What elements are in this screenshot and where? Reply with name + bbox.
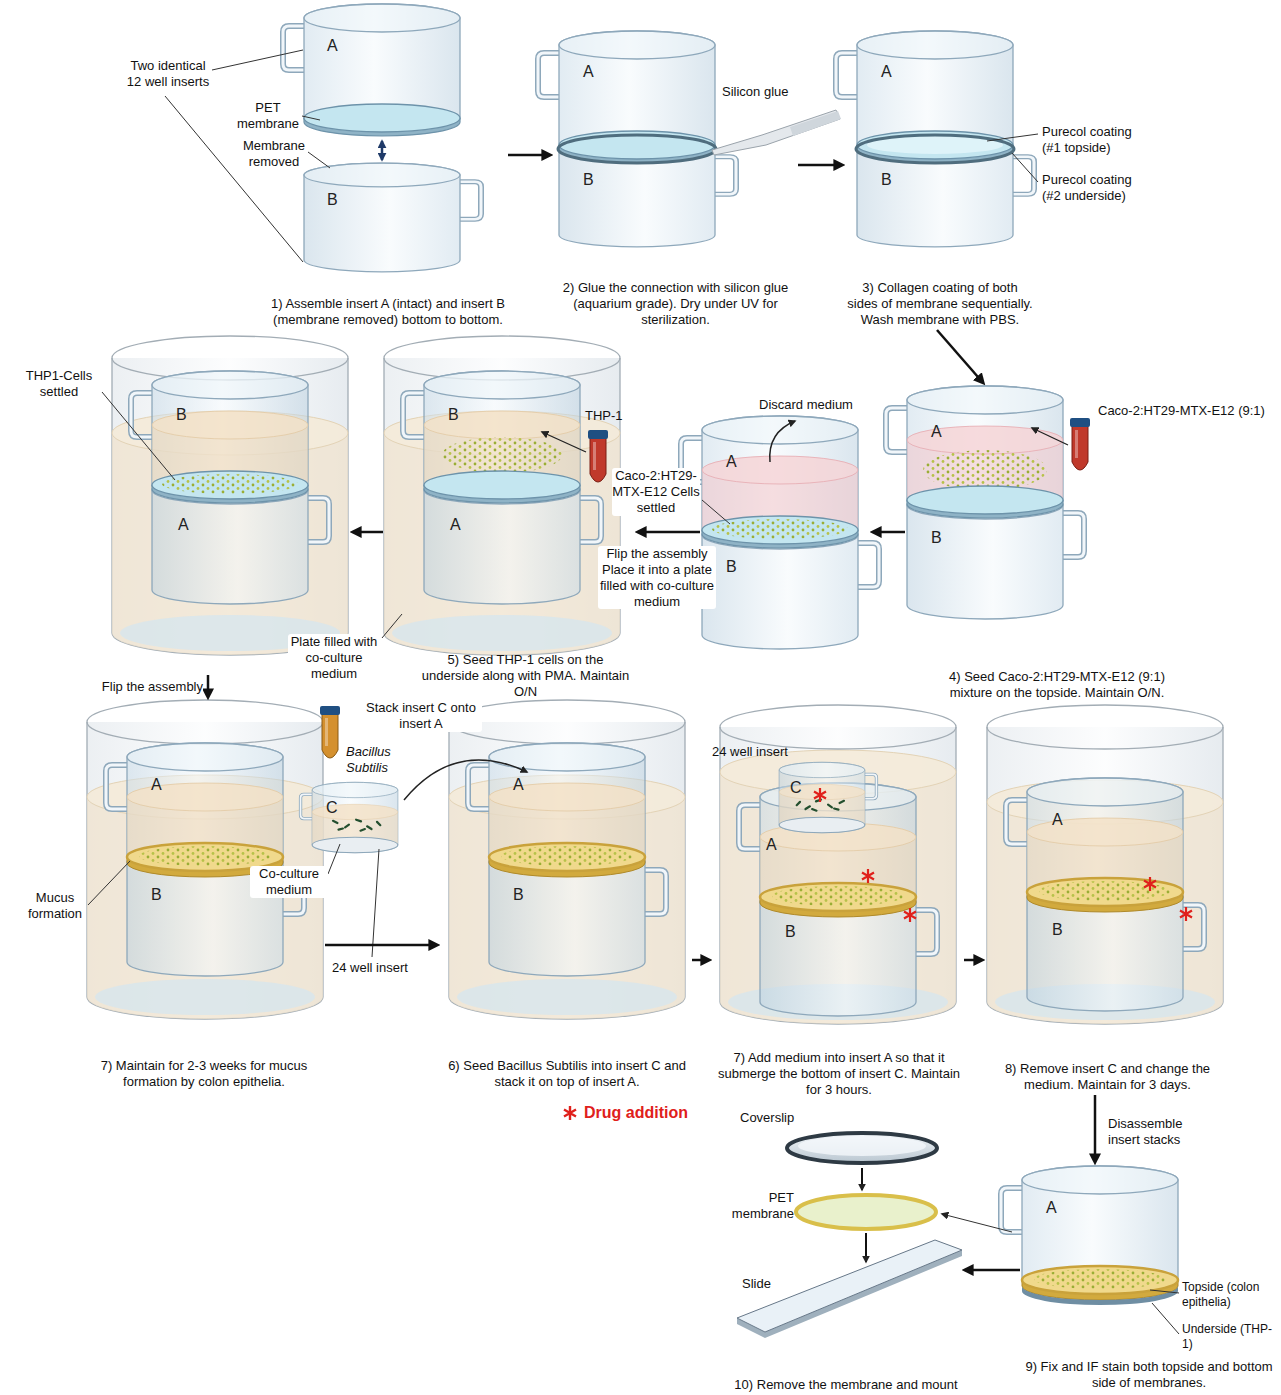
step-caption: 1) Assemble insert A (intact) and insert…: [270, 296, 506, 328]
step-arrow: [967, 1269, 1020, 1272]
insert-letter: B: [176, 405, 198, 425]
legend-item: Drug addition: [562, 1104, 688, 1122]
insert-letter: A: [881, 62, 903, 82]
step-arrow: [640, 531, 700, 534]
callout-label: Mucus formation: [24, 890, 86, 922]
insert-letter: B: [151, 885, 173, 905]
callout-label: Purecol coating (#1 topside): [1042, 124, 1142, 156]
callout-label: Purecol coating (#2 underside): [1042, 172, 1142, 204]
step-arrow: [207, 675, 210, 695]
step-caption: 10) Remove the membrane and mount: [734, 1377, 958, 1393]
step-panel: 8) Remove insert C and change the medium…: [985, 715, 1230, 1095]
insert-letter: A: [178, 515, 200, 535]
insert-letter: A: [450, 515, 472, 535]
insert-letter: B: [881, 170, 903, 190]
insert-letter: A: [726, 452, 748, 472]
legend-text: Drug addition: [584, 1104, 688, 1122]
insert-letter: B: [726, 557, 748, 577]
step-caption: 3) Collagen coating of both sides of mem…: [847, 280, 1033, 328]
asterisk-symbol: [562, 1105, 578, 1121]
callout-label: Two identical 12 well inserts: [122, 58, 214, 90]
callout-label: 24 well insert: [712, 744, 792, 760]
step-arrow: [692, 959, 707, 962]
callout-label: PET membrane: [704, 1190, 794, 1222]
callout-text: THP1-Cells settled: [10, 368, 108, 400]
insert-letter: B: [513, 885, 535, 905]
callout-text: Discard medium: [745, 397, 867, 413]
step-caption: 7) Maintain for 2-3 weeks for mucus form…: [85, 1058, 323, 1090]
insert-letter: C: [326, 798, 344, 818]
insert-letter: A: [1052, 810, 1074, 830]
insert-letter: A: [766, 835, 784, 855]
callout-label: Slide: [742, 1276, 786, 1292]
insert-letter: A: [327, 36, 349, 56]
asterisk-stroke: [564, 1106, 576, 1120]
insert-letter: A: [1046, 1198, 1068, 1218]
step-panel: 3) Collagen coating of both sides of mem…: [845, 25, 1035, 330]
arrow-label: Flip the assembly: [45, 679, 203, 695]
insert-letter: B: [448, 405, 470, 425]
insert-letter: A: [931, 422, 953, 442]
step-panel: 4) Seed Caco-2:HT29-MTX-E12 (9:1) mixtur…: [905, 385, 1170, 703]
step-caption: 4) Seed Caco-2:HT29-MTX-E12 (9:1) mixtur…: [947, 669, 1167, 701]
step-arrow: [325, 944, 435, 947]
step-caption: 8) Remove insert C and change the medium…: [987, 1061, 1228, 1093]
callout-label: Topside (colon epithelia): [1182, 1280, 1276, 1309]
callout-label: Underside (THP-1): [1182, 1322, 1276, 1351]
step-panel: THP1-Cells settled: [8, 340, 350, 675]
step-panel: 9) Fix and IF stain both topside and bot…: [1020, 1165, 1278, 1393]
step-arrow: [355, 531, 383, 534]
insert-letter: A: [583, 62, 605, 82]
callout-label: Coverslip: [740, 1110, 812, 1126]
callout-label: Plate filled with co-culture medium: [288, 634, 380, 682]
callout-label: Silicon glue: [722, 84, 822, 100]
insert-letter: B: [327, 190, 349, 210]
step-panel: 10) Remove the membrane and mount: [730, 1095, 962, 1395]
step-arrow: [1094, 1095, 1097, 1160]
callout-label: Caco-2:HT29-MTX-E12 Cells settled: [612, 468, 700, 516]
step-panel: 7) Add medium into insert A so that it s…: [712, 715, 964, 1100]
insert-letter: B: [1052, 920, 1074, 940]
step-caption: 5) Seed THP-1 cells on the underside alo…: [418, 652, 633, 700]
step-arrow: [508, 154, 548, 157]
step-arrow: [964, 959, 980, 962]
insert-letter: A: [513, 775, 535, 795]
step-caption: 2) Glue the connection with silicon glue…: [555, 280, 796, 328]
callout-label: Caco-2:HT29-MTX-E12 (9:1): [1098, 403, 1274, 419]
step-arrow: [875, 531, 905, 534]
callout-label: Bacillus Subtilis: [346, 744, 410, 776]
step-caption: 9) Fix and IF stain both topside and bot…: [1024, 1359, 1274, 1391]
callout-label: 24 well insert: [332, 960, 424, 976]
step-panel: 6) Seed Bacillus Subtilis into insert C …: [440, 710, 692, 1092]
callout-label: Membrane removed: [240, 138, 308, 170]
insert-letter: B: [785, 922, 807, 942]
step-arrow: [937, 330, 982, 381]
step-arrow: [798, 164, 840, 167]
arrow-label: Disassemble insert stacks: [1108, 1116, 1203, 1148]
step-panel: Discard medium: [700, 395, 870, 700]
callout-label: Co-culture medium: [250, 866, 328, 898]
step-panel: 1) Assemble insert A (intact) and insert…: [268, 10, 508, 330]
arrow-label: Flip the assembly Place it into a plate …: [598, 546, 716, 609]
callout-label: PET membrane: [236, 100, 300, 132]
step-caption: 7) Add medium into insert A so that it s…: [716, 1050, 962, 1098]
callout-label: THP-1: [585, 408, 630, 424]
step-panel: 5) Seed THP-1 cells on the underside alo…: [383, 340, 635, 702]
insert-letter: B: [931, 528, 953, 548]
step-caption: 6) Seed Bacillus Subtilis into insert C …: [446, 1058, 688, 1090]
insert-letter: C: [790, 778, 808, 798]
insert-letter: A: [151, 775, 173, 795]
callout-label: Stack insert C onto insert A: [360, 700, 482, 732]
insert-letter: B: [583, 170, 605, 190]
